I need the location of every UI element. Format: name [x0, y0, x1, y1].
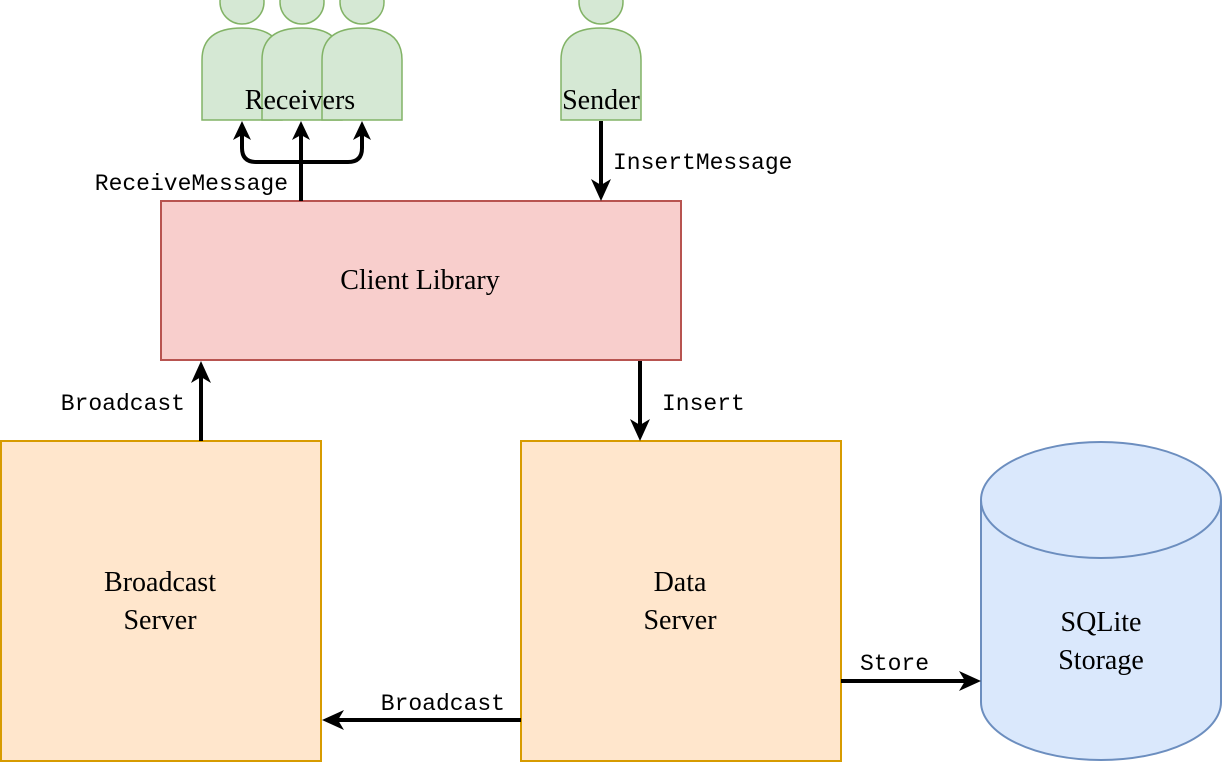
sqlite-storage-label-line1: SQLite [1061, 607, 1142, 638]
client-library-label: Client Library [340, 265, 499, 296]
insert-message-label: InsertMessage [613, 150, 792, 176]
data-server-label-line1: Data [654, 567, 707, 598]
receive-arrowhead-right [353, 121, 371, 140]
sqlite-storage-label-line2: Storage [1058, 645, 1144, 676]
broadcast-to-client-edge: Broadcast [61, 361, 211, 441]
receivers-actor: Receivers [201, 0, 403, 121]
insert-arrowhead [630, 419, 650, 441]
broadcast-server-node: Broadcast Server [0, 440, 322, 762]
store-arrowhead [959, 671, 981, 691]
receive-arrowhead-left [233, 121, 251, 140]
store-edge: Store [841, 651, 981, 691]
sender-label: Sender [562, 85, 640, 116]
data-server-label-line2: Server [643, 605, 717, 636]
broadcast-server-label-line2: Server [123, 605, 197, 636]
sender-actor: Sender [560, 0, 642, 121]
sqlite-storage-node: SQLite Storage [980, 441, 1222, 761]
broadcast-to-server-arrowhead [322, 710, 344, 730]
receivers-label: Receivers [245, 85, 355, 116]
insert-message-arrowhead [591, 179, 611, 201]
data-server-node: Data Server [520, 440, 842, 762]
broadcast-to-server-edge: Broadcast [322, 691, 521, 730]
broadcast-to-client-label: Broadcast [61, 391, 185, 417]
insert-label: Insert [662, 391, 745, 417]
client-library-node: Client Library [160, 200, 682, 361]
store-label: Store [860, 651, 929, 677]
broadcast-to-server-label: Broadcast [381, 691, 505, 717]
receive-message-label: ReceiveMessage [95, 171, 288, 197]
receive-arrowhead-middle [292, 121, 310, 140]
broadcast-to-client-arrowhead [191, 361, 211, 383]
insert-edge: Insert [630, 361, 745, 441]
receive-message-edge: ReceiveMessage [95, 121, 371, 201]
insert-message-edge: InsertMessage [591, 121, 792, 201]
broadcast-server-label-line1: Broadcast [104, 567, 216, 598]
